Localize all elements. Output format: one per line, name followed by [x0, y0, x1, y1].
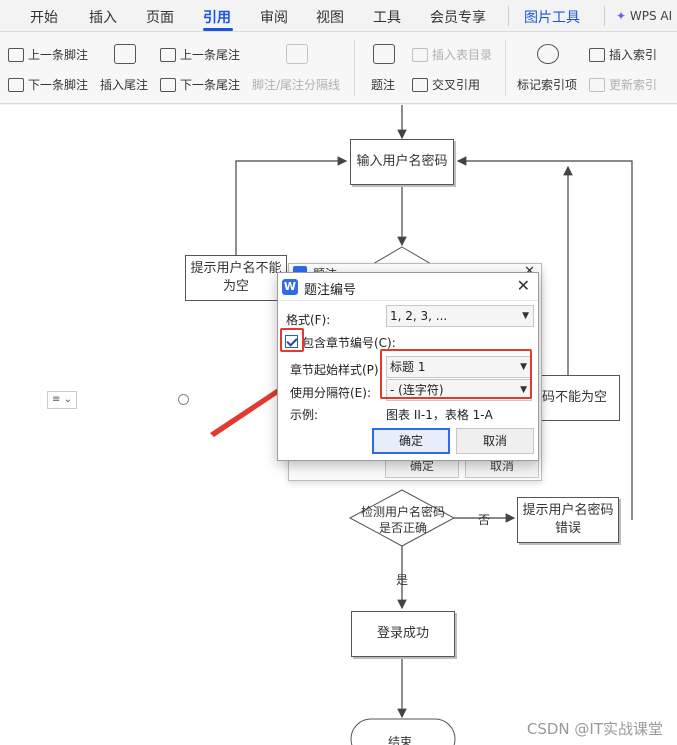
end-terminal-shape: [350, 718, 456, 745]
tab-picture-tools[interactable]: 图片工具: [524, 10, 580, 26]
footnote-separator-button[interactable]: 脚注/尾注分隔线: [252, 78, 341, 92]
next-endnote-icon: [160, 77, 176, 92]
next-footnote-button[interactable]: 下一条脚注: [8, 76, 88, 93]
wps-ai-icon: ✦: [616, 9, 627, 23]
insert-endnote-icon: [114, 44, 136, 64]
yes-branch-label: 是: [396, 573, 409, 587]
include-chapter-checkbox[interactable]: [285, 335, 298, 348]
next-footnote-icon: [8, 77, 24, 92]
menu-bar: 开始 插入 页面 引用 审阅 视图 工具 会员专享 图片工具 ✦ WPS AI: [0, 0, 677, 32]
format-label: 格式(F):: [286, 313, 331, 327]
mark-index-entry-button[interactable]: 标记索引项: [517, 78, 578, 92]
dialog-title: 题注编号: [304, 283, 357, 298]
selects-highlight: [380, 349, 532, 399]
separator-label: 使用分隔符(E):: [290, 386, 371, 400]
update-index-icon: [589, 77, 605, 92]
empty-username-box[interactable]: 提示用户名不能为空: [185, 255, 287, 301]
tab-insert[interactable]: 插入: [89, 10, 117, 26]
end-label: 结束: [388, 735, 413, 745]
wps-logo-icon: W: [282, 279, 298, 295]
caption-button[interactable]: 题注: [371, 78, 396, 92]
watermark: CSDN @IT实战课堂: [526, 720, 663, 738]
tab-page[interactable]: 页面: [146, 10, 174, 26]
ribbon-references: 上一条脚注 下一条脚注 插入尾注 上一条尾注 下一条尾注 脚注/尾注分隔线 题注…: [0, 32, 677, 104]
no-branch-label: 否: [478, 513, 491, 527]
include-chapter-label: 包含章节编号(C):: [302, 336, 396, 350]
chapter-style-select[interactable]: 标题 1 ▼: [386, 356, 532, 378]
prev-endnote-button[interactable]: 上一条尾注: [160, 46, 240, 63]
prev-footnote-button[interactable]: 上一条脚注: [8, 46, 88, 63]
chevron-down-icon: ▼: [520, 385, 527, 395]
connector-line: [235, 156, 348, 255]
cross-reference-button[interactable]: 交叉引用: [412, 76, 480, 93]
chevron-down-icon: ▼: [520, 362, 527, 372]
insert-index-button[interactable]: 插入索引: [589, 46, 657, 63]
example-value: 图表 II-1，表格 1-A: [386, 408, 493, 422]
table-of-figures-icon: [412, 47, 428, 62]
close-icon[interactable]: ✕: [516, 276, 530, 295]
layout-options-icon[interactable]: ≡ ⌄: [47, 391, 77, 409]
active-tab-indicator: [203, 28, 233, 31]
menu-separator: [508, 6, 509, 26]
ribbon-separator: [354, 40, 355, 96]
login-success-box[interactable]: 登录成功: [351, 611, 455, 657]
input-credentials-box[interactable]: 输入用户名密码: [350, 139, 454, 185]
insert-endnote-button[interactable]: 插入尾注: [100, 78, 149, 92]
insert-index-icon: [589, 47, 605, 62]
close-icon[interactable]: ✕: [524, 264, 535, 279]
tab-wps-ai[interactable]: ✦ WPS AI: [616, 9, 673, 23]
prev-endnote-icon: [160, 47, 176, 62]
format-select[interactable]: 1, 2, 3, ... ▼: [386, 305, 534, 327]
menu-separator: [604, 6, 605, 26]
example-label: 示例:: [290, 408, 319, 422]
check-decision-label: 检测用户名密码是否正确: [360, 505, 445, 535]
tab-view[interactable]: 视图: [316, 10, 344, 26]
checkbox-highlight: [280, 328, 304, 352]
ok-button[interactable]: 确定: [372, 428, 450, 454]
caption-numbering-dialog: W 题注编号 ✕ 格式(F): 1, 2, 3, ... ▼ 包含章节编号(C)…: [277, 272, 539, 461]
tab-member[interactable]: 会员专享: [430, 10, 486, 26]
prev-footnote-icon: [8, 47, 24, 62]
chevron-down-icon: ▼: [522, 311, 529, 321]
tab-tools[interactable]: 工具: [373, 10, 401, 26]
insert-table-of-figures-button[interactable]: 插入表目录: [412, 46, 492, 63]
tab-review[interactable]: 审阅: [260, 10, 288, 26]
tab-home[interactable]: 开始: [30, 10, 58, 26]
cross-reference-icon: [412, 77, 428, 92]
next-endnote-button[interactable]: 下一条尾注: [160, 76, 240, 93]
ribbon-separator: [505, 40, 506, 96]
tab-references[interactable]: 引用: [203, 10, 231, 26]
rotate-handle-icon[interactable]: [178, 394, 189, 405]
connector-line: [456, 156, 633, 520]
caption-icon: [373, 44, 395, 64]
mark-index-icon: [537, 44, 559, 64]
separator-select[interactable]: - (连字符) ▼: [386, 379, 532, 401]
error-message-box[interactable]: 提示用户名密码错误: [517, 497, 619, 543]
update-index-button[interactable]: 更新索引: [589, 76, 657, 93]
dialog-titlebar: W 题注编号 ✕: [278, 273, 538, 301]
footnote-separator-icon: [286, 44, 308, 64]
cancel-button[interactable]: 取消: [456, 428, 534, 454]
chapter-style-label: 章节起始样式(P): [290, 363, 379, 377]
